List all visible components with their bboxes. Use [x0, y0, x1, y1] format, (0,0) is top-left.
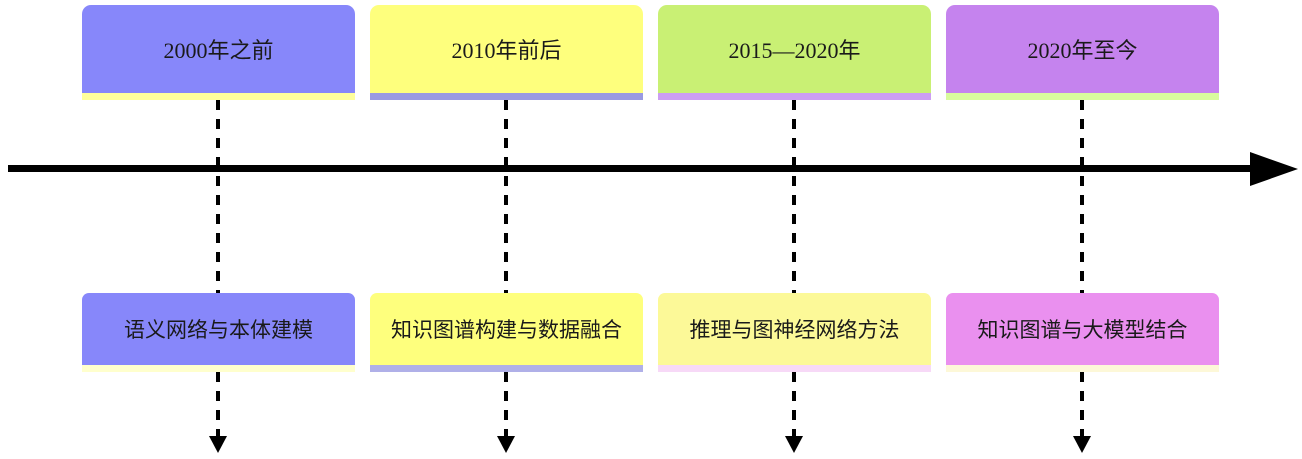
topic-box-strip	[658, 365, 931, 372]
connector-dashed-line	[1080, 100, 1084, 293]
period-box: 2015—2020年	[658, 5, 931, 93]
down-arrowhead-icon	[785, 436, 803, 453]
period-box: 2010年前后	[370, 5, 643, 93]
topic-box-strip	[946, 365, 1219, 372]
connector-dashed-line	[504, 372, 508, 438]
connector-dashed-line	[216, 100, 220, 293]
period-box: 2000年之前	[82, 5, 355, 93]
down-arrowhead-icon	[1073, 436, 1091, 453]
period-box-strip	[82, 93, 355, 100]
connector-dashed-line	[216, 372, 220, 438]
topic-box: 推理与图神经网络方法	[658, 293, 931, 365]
down-arrowhead-icon	[209, 436, 227, 453]
timeline-axis-line	[8, 165, 1254, 172]
topic-box: 语义网络与本体建模	[82, 293, 355, 365]
connector-dashed-line	[1080, 372, 1084, 438]
topic-box: 知识图谱与大模型结合	[946, 293, 1219, 365]
period-box-strip	[370, 93, 643, 100]
connector-dashed-line	[792, 372, 796, 438]
topic-box-strip	[370, 365, 643, 372]
timeline-axis-arrowhead-icon	[1250, 152, 1298, 186]
period-box: 2020年至今	[946, 5, 1219, 93]
period-box-strip	[946, 93, 1219, 100]
topic-box-strip	[82, 365, 355, 372]
connector-dashed-line	[792, 100, 796, 293]
period-box-strip	[658, 93, 931, 100]
topic-box: 知识图谱构建与数据融合	[370, 293, 643, 365]
down-arrowhead-icon	[497, 436, 515, 453]
connector-dashed-line	[504, 100, 508, 293]
